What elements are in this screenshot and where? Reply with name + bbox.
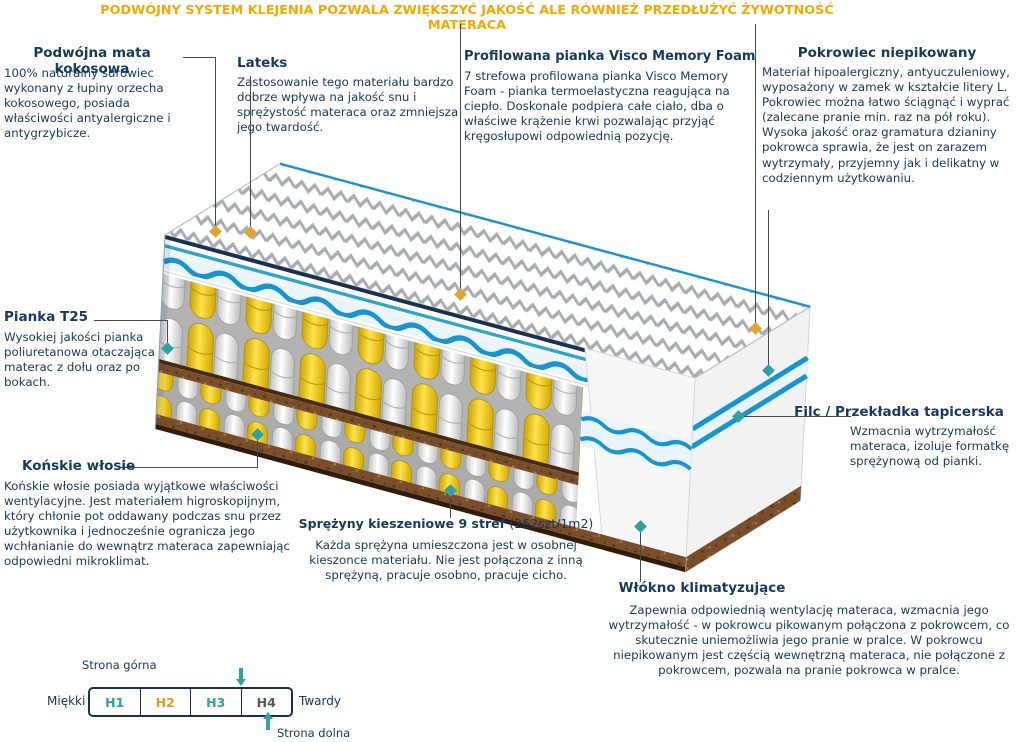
callout-line-banner-left [460, 24, 461, 294]
callout-line-banner-right [755, 24, 756, 328]
callout-body-visco: 7 strefowa profilowana pianka Visco Memo… [464, 69, 730, 144]
callout-title-filc: Filc / Przekładka tapicerska [794, 404, 1004, 420]
callout-body-mata-kokosowa: 100% naturalny surowiec wykonany z łupin… [4, 66, 171, 141]
callout-line-pokrowiec [768, 210, 769, 370]
callout-body-filc: Wzmacnia wytrzymałość materaca, izoluje … [850, 424, 1010, 469]
callout-line-sprezyny [450, 493, 451, 518]
callout-body-pokrowiec: Materiał hipoalergiczny, antyuczuleniowy… [762, 65, 1010, 185]
mattress-illustration [128, 148, 828, 588]
scale-hard-label: Twardy [299, 694, 341, 708]
callout-line-wlokno [640, 529, 641, 582]
arrow-down-icon [236, 668, 246, 686]
callout-line-pianka-horizontal [94, 320, 168, 321]
callout-title-pokrowiec: Pokrowiec niepikowany [797, 45, 977, 61]
scale-bottom-side-label: Strona dolna [277, 726, 351, 740]
scale-soft-label: Miękki [47, 694, 86, 708]
callout-title-lateks: Lateks [237, 55, 288, 71]
callout-line-pianka-vertical [167, 320, 168, 346]
callout-title-mata-kokosowa: Podwójna mata kokosowa [33, 45, 151, 77]
callout-line-mata-horizontal [183, 57, 215, 58]
callout-body-konskie-wlosie: Końskie włosie posiada wyjątkowe właściw… [4, 479, 291, 569]
hardness-level-h1: H1 [105, 694, 125, 710]
mattress-cutaway-drawing [154, 162, 812, 574]
arrow-up-icon [263, 712, 273, 730]
callout-body-wlokno: Zapewnia odpowiednią wentylację materaca… [608, 603, 1010, 678]
callout-body-sprezyny: Każda sprężyna umieszczona jest w osobne… [309, 538, 583, 583]
hardness-level-h2: H2 [139, 689, 191, 715]
callout-line-mata-vertical [215, 57, 216, 230]
callout-body-lateks: Zastosowanie tego materiału bardzo dobrz… [237, 75, 459, 135]
callout-title-sprezyny: Sprężyny kieszeniowe 9 stref (262szt/1m2… [298, 516, 594, 531]
callout-title-pianka-t25: Pianka T25 [4, 309, 89, 325]
hardness-scale: H1 H2 H3 H4 [88, 687, 293, 717]
hardness-level-h3: H3 [190, 689, 241, 715]
callout-line-lateks [250, 76, 251, 231]
scale-top-side-label: Strona górna [82, 658, 157, 672]
callout-title-sprezyny-suffix: (262szt/1m2) [509, 516, 594, 531]
callout-line-konskie-vertical [257, 437, 258, 468]
callout-title-visco: Profilowana pianka Visco Memory Foam [464, 49, 756, 64]
callout-title-konskie-wlosie: Końskie włosie [22, 458, 136, 474]
callout-body-pianka-t25: Wysokiej jakości pianka poliuretanowa ot… [4, 330, 155, 390]
callout-line-konskie-horizontal [120, 467, 258, 468]
top-banner: PODWÓJNY SYSTEM KLEJENIA POZWALA ZWIĘKSZ… [100, 3, 834, 34]
callout-title-sprezyny-main: Sprężyny kieszeniowe 9 stref [298, 516, 506, 531]
callout-line-filc [741, 416, 851, 417]
callout-title-wlokno: Włókno klimatyzujące [618, 580, 786, 596]
hardness-level-h4: H4 [240, 689, 292, 715]
